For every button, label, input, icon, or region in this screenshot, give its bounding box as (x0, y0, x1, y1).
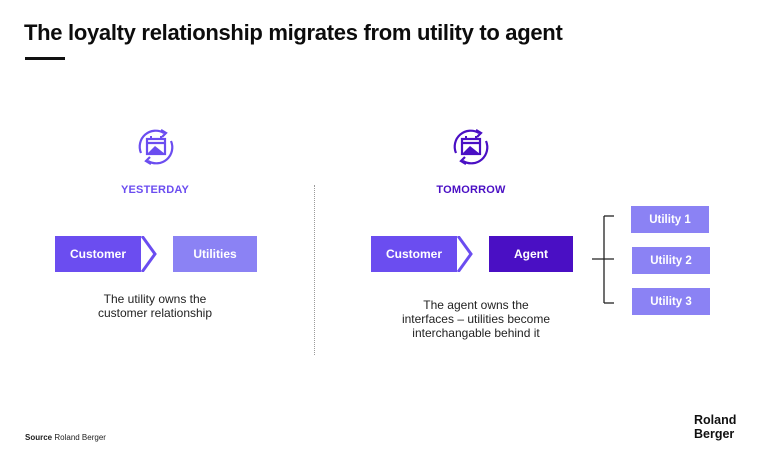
tomorrow-caption: The agent owns the interfaces – utilitie… (376, 298, 576, 340)
source-note: Source Roland Berger (25, 433, 106, 442)
calendar-cycle-icon (448, 124, 494, 170)
yesterday-caption-line-2: customer relationship (97, 306, 213, 320)
tomorrow-heading: TOMORROW (436, 184, 506, 196)
source-text: Roland Berger (54, 433, 106, 442)
tomorrow-caption-line-2: interfaces – utilities become (401, 312, 551, 326)
section-divider (314, 185, 315, 355)
yesterday-utilities-box: Utilities (173, 236, 257, 272)
source-label: Source (25, 433, 53, 442)
yesterday-heading: YESTERDAY (120, 184, 190, 196)
tomorrow-caption-line-3: interchangable behind it (412, 326, 540, 340)
agent-box: Agent (489, 236, 573, 272)
tomorrow-caption-line-1: The agent owns the (423, 298, 529, 312)
chevron-right-icon (457, 236, 473, 272)
utility-2-box: Utility 2 (632, 247, 710, 274)
chevron-right-icon (141, 236, 157, 272)
bracket-connector (592, 215, 614, 304)
logo-line-2: Berger (694, 427, 735, 441)
calendar-cycle-icon (133, 124, 179, 170)
utility-1-box: Utility 1 (631, 206, 709, 233)
yesterday-caption: The utility owns the customer relationsh… (70, 292, 240, 320)
tomorrow-customer-box: Customer (371, 236, 457, 272)
page-title: The loyalty relationship migrates from u… (24, 20, 563, 45)
yesterday-customer-box: Customer (55, 236, 141, 272)
roland-berger-logo: Roland Berger (694, 413, 736, 441)
logo-line-1: Roland (694, 413, 737, 427)
title-underline (25, 57, 65, 60)
yesterday-caption-line-1: The utility owns the (103, 292, 207, 306)
utility-3-box: Utility 3 (632, 288, 710, 315)
